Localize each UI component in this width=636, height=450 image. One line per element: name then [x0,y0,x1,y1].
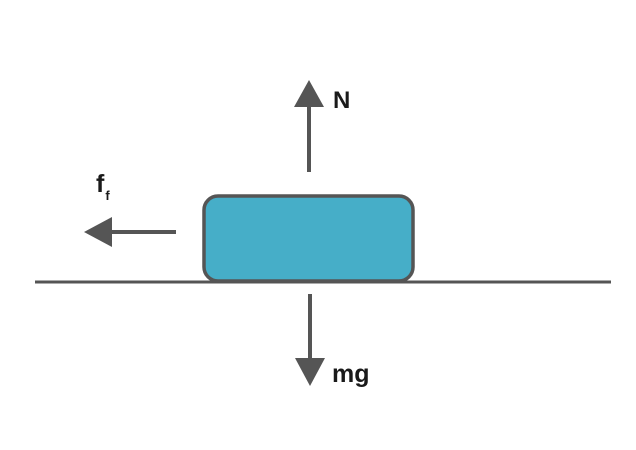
friction-force-label: ff [96,170,110,203]
weight-force-label: mg [332,360,370,388]
friction-label-subscript: f [105,188,110,203]
friction-force-arrow [84,217,176,247]
block [202,194,415,283]
normal-force-label: N [333,87,350,114]
friction-label-main: f [96,170,105,198]
weight-force-arrow [295,294,325,386]
normal-force-arrow [294,80,324,172]
